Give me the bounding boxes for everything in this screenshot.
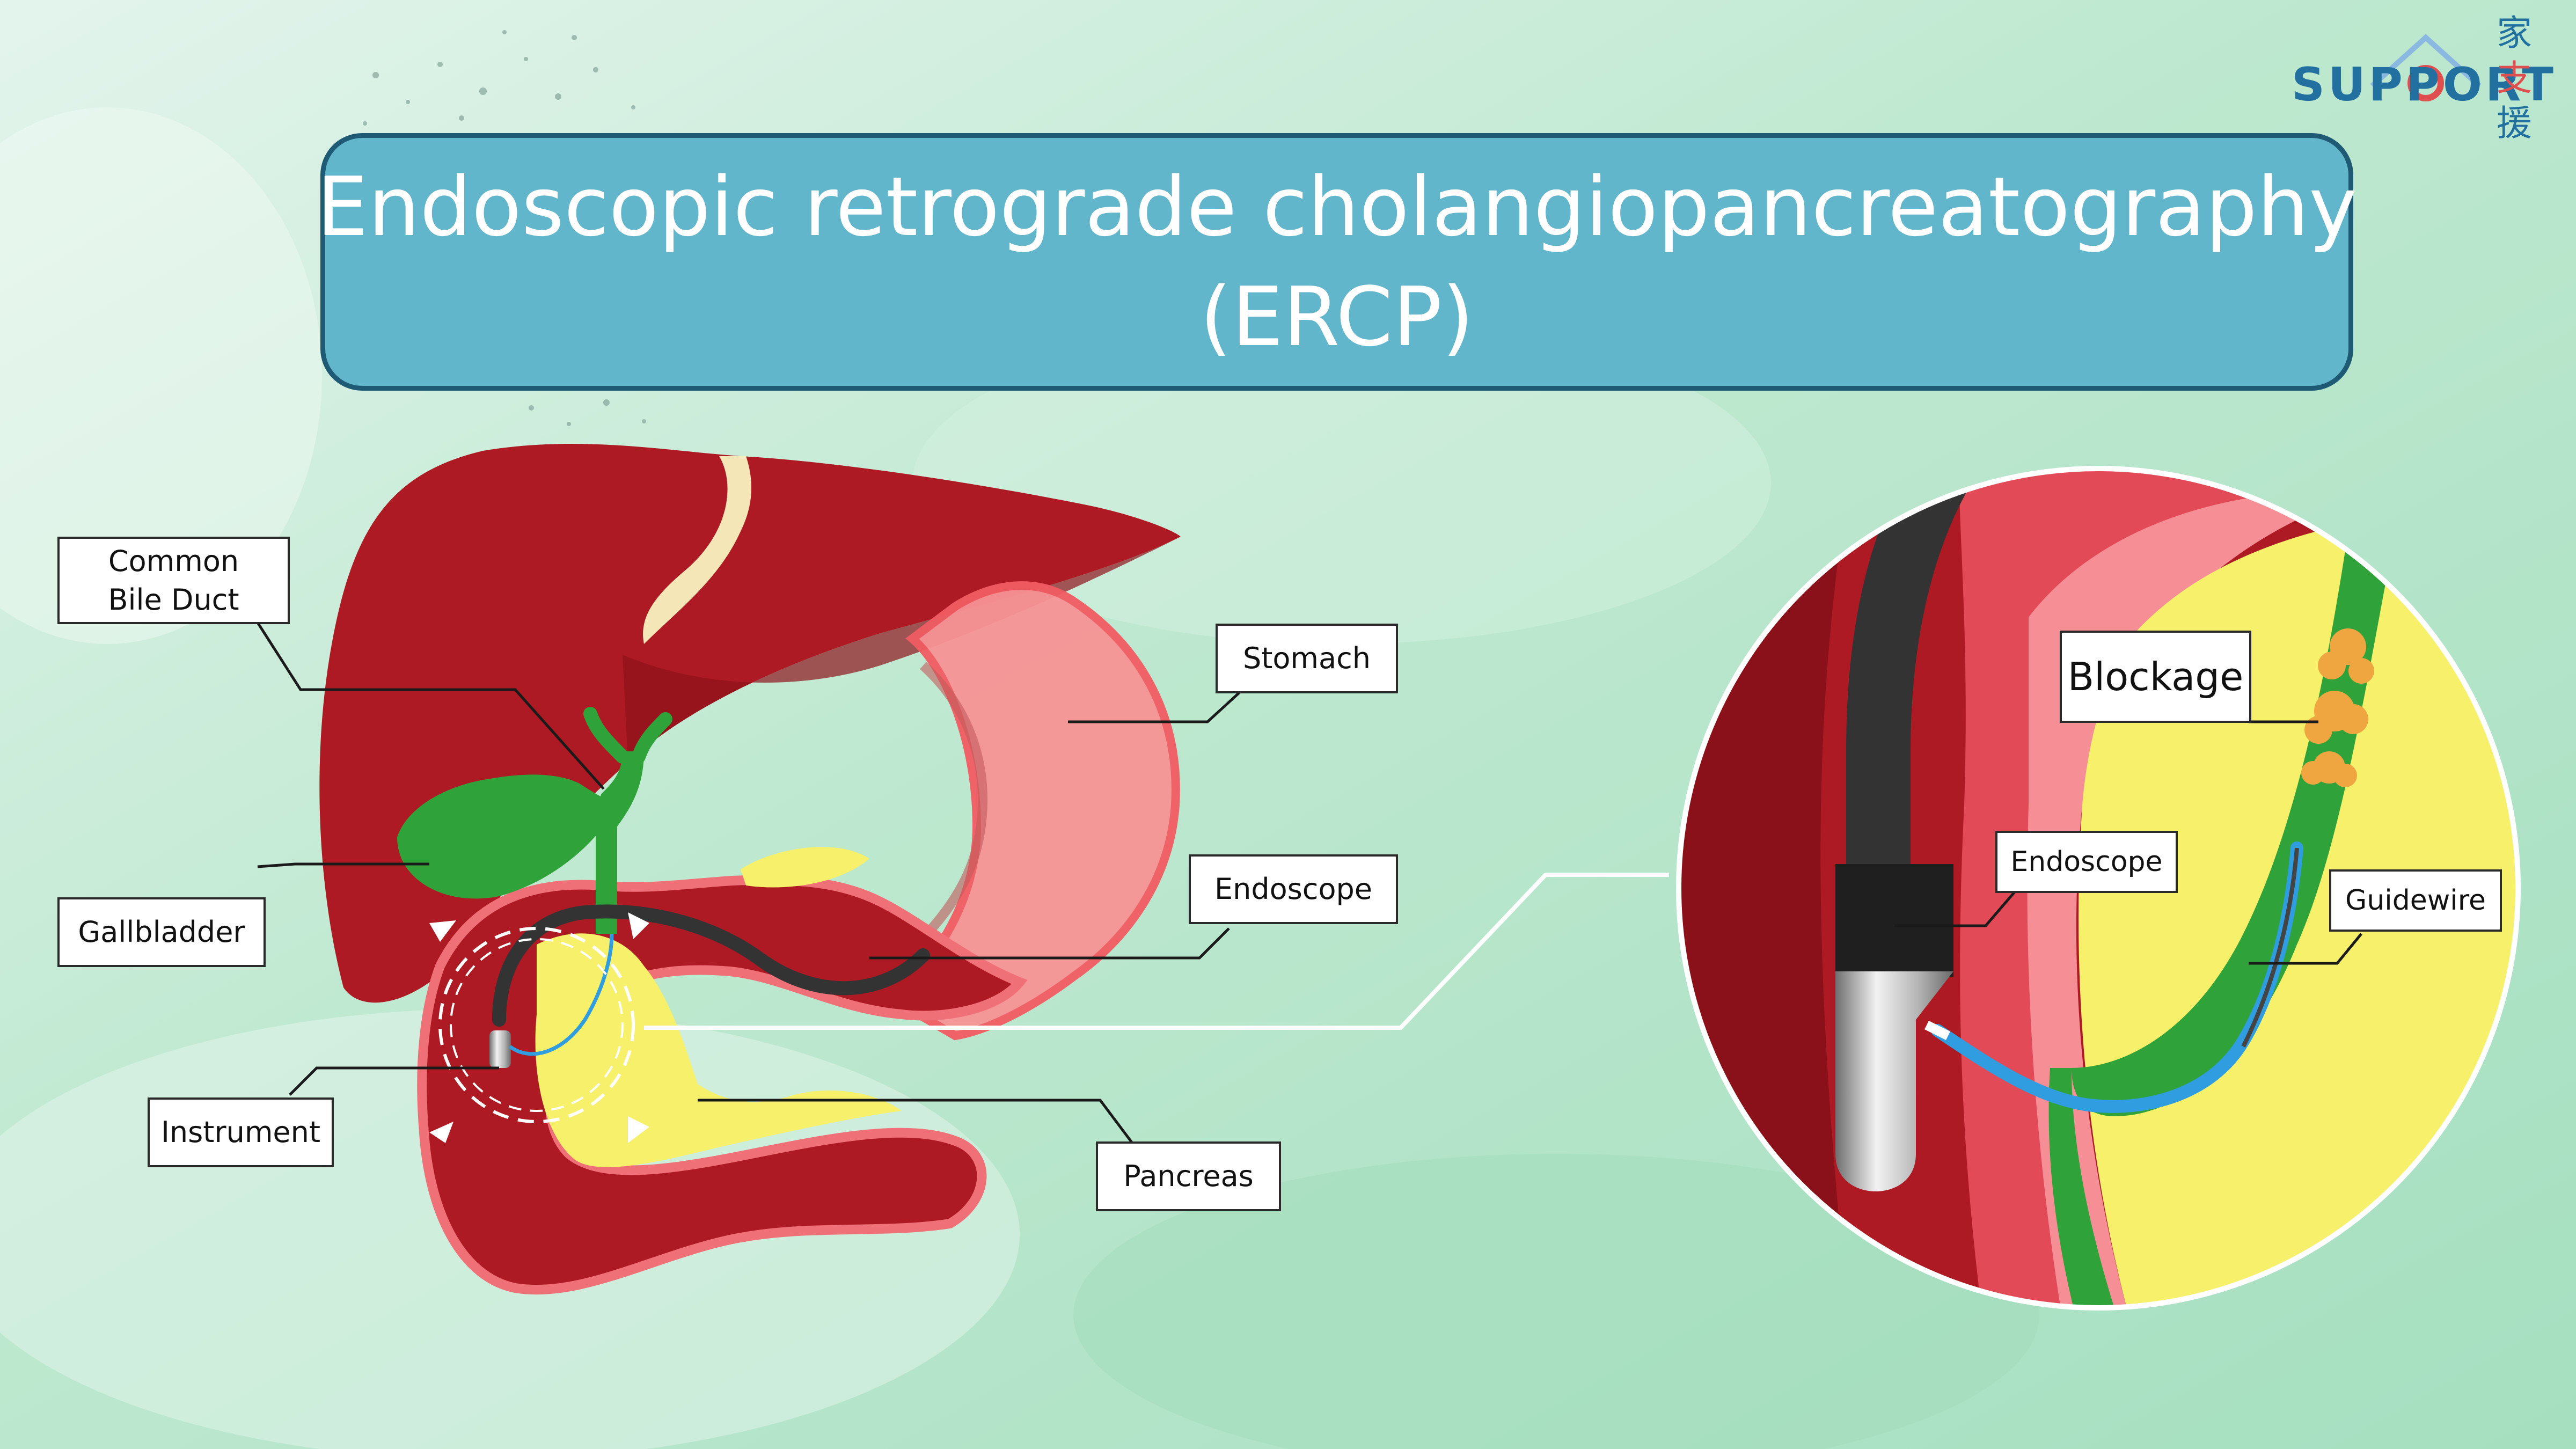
inset-bile-duct-lower <box>2048 1068 2125 1308</box>
leader-lines <box>256 621 1669 1144</box>
label-guidewire-text: Guidewire <box>2345 884 2486 917</box>
title-box: Endoscopic retrograde cholangiopancreato… <box>317 133 2357 391</box>
arrow-bottom-left <box>429 1122 453 1143</box>
inset-guidewire-tip <box>2241 847 2299 1048</box>
paint-speckles <box>363 30 646 426</box>
logo-cjk-2: 支 <box>2497 57 2532 99</box>
zoom-region-ring-inner <box>450 938 624 1112</box>
label-instrument: Instrument <box>148 1097 334 1167</box>
inset-leader-lines <box>1894 720 2362 965</box>
instrument-wire <box>508 933 614 1056</box>
label-stomach: Stomach <box>1216 624 1398 693</box>
inset-endoscope-tip <box>1835 971 1953 1191</box>
arrow-top-right <box>628 912 649 939</box>
label-endoscope: Endoscope <box>1189 854 1398 924</box>
falciform-ligament <box>643 456 751 644</box>
inset-bile-duct <box>2072 515 2399 1116</box>
label-pancreas-text: Pancreas <box>1123 1159 1254 1193</box>
label-blockage-text: Blockage <box>2067 654 2244 699</box>
label-blockage: Blockage <box>2060 631 2251 723</box>
label-endoscope-text: Endoscope <box>1214 872 1373 906</box>
label-inset-endoscope: Endoscope <box>1995 831 2178 893</box>
gallbladder <box>397 774 617 899</box>
liver <box>319 444 1181 1003</box>
zoom-region-ring <box>438 927 635 1123</box>
logo-cjk-3: 援 <box>2497 103 2532 144</box>
pancreas-tail <box>741 847 869 888</box>
logo-house-icon <box>2370 34 2482 101</box>
title-line-1: Endoscopic retrograde cholangiopancreato… <box>316 159 2358 254</box>
common-bile-duct-vessel <box>596 751 644 934</box>
label-stomach-text: Stomach <box>1242 641 1371 675</box>
label-gallbladder: Gallbladder <box>57 897 266 967</box>
hepatic-duct-branches <box>583 707 672 764</box>
label-gallbladder-text: Gallbladder <box>78 915 245 949</box>
title-line-2: (ERCP) <box>1199 269 1474 364</box>
logo-cjk-1: 家 <box>2497 12 2532 54</box>
endoscope-tip <box>489 1030 511 1068</box>
logo-cjk: 家 支 援 <box>2490 11 2538 146</box>
label-inset-endoscope-text: Endoscope <box>2010 846 2163 878</box>
label-instrument-text: Instrument <box>160 1115 321 1149</box>
logo-text: SUPPORT <box>2292 58 2557 112</box>
inset-endoscope-collar <box>1835 864 1953 977</box>
arrow-bottom-right <box>628 1116 649 1143</box>
label-guidewire: Guidewire <box>2329 869 2502 932</box>
label-common-bile-duct-text: Common Bile Duct <box>108 544 239 617</box>
label-pancreas: Pancreas <box>1096 1141 1281 1211</box>
stomach <box>883 581 1180 1041</box>
anatomy-main <box>319 444 1181 1295</box>
inset-blockage <box>2301 628 2374 787</box>
inset-endoscope <box>1846 469 1986 880</box>
arrow-top-left <box>429 920 456 942</box>
endoscope-tube <box>492 904 930 1027</box>
inset-mucosa <box>2027 494 2361 1308</box>
label-common-bile-duct: Common Bile Duct <box>57 537 290 624</box>
